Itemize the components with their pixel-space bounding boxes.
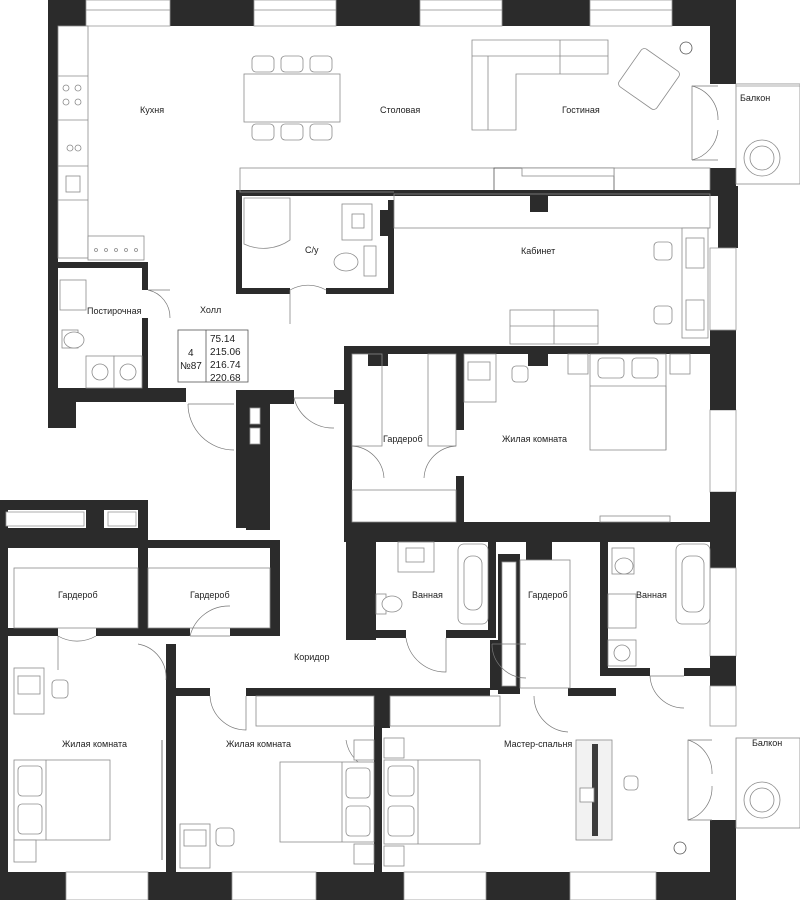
wardrobe-right-fixtures <box>491 559 571 733</box>
label-wc: С/у <box>305 245 319 255</box>
label-bathroom-right: Ванная <box>636 590 667 600</box>
study-furniture <box>393 193 711 345</box>
bedroom-left-furniture <box>13 667 163 863</box>
living-sofa <box>471 39 693 131</box>
label-laundry: Постирочная <box>87 306 142 316</box>
balcony-bottom-area <box>687 737 800 829</box>
interior-walls <box>0 167 718 872</box>
label-balcony-bottom: Балкон <box>752 738 782 748</box>
dining-table <box>243 55 341 141</box>
info-area-3: 216.74 <box>210 360 241 371</box>
label-master: Мастер-спальня <box>504 739 572 749</box>
tv-unit <box>521 167 615 177</box>
master-furniture <box>383 737 687 867</box>
label-balcony-top: Балкон <box>740 93 770 103</box>
label-study: Кабинет <box>521 246 555 256</box>
bedroom-mid-furniture <box>463 353 691 523</box>
label-bedroom-mid: Жилая комната <box>502 434 567 444</box>
bathroom-right-fixtures <box>607 543 711 709</box>
apartment-info-box: 4 №87 75.14 215.06 216.74 220.68 <box>177 329 249 384</box>
balcony-top-area <box>691 83 800 185</box>
corridor-fixtures <box>209 695 501 771</box>
label-bedroom-left: Жилая комната <box>62 739 127 749</box>
label-wardrobe-left2: Гардероб <box>190 590 230 600</box>
label-hall: Холл <box>200 305 221 315</box>
info-rooms-count: 4 <box>188 348 194 359</box>
room-labels: Кухня Столовая Гостиная Балкон С/у Кабин… <box>58 93 782 749</box>
hall-doors <box>187 397 335 451</box>
outer-walls <box>0 0 738 900</box>
label-wardrobe-left: Гардероб <box>58 590 98 600</box>
info-apartment-number: №87 <box>180 361 202 372</box>
label-living: Гостиная <box>562 105 600 115</box>
label-bedroom-center: Жилая комната <box>226 739 291 749</box>
bedroom-center-furniture <box>179 739 375 869</box>
bathroom-mid-fixtures <box>375 541 489 673</box>
left-wardrobes-fixtures <box>13 567 271 681</box>
label-wardrobe-right: Гардероб <box>528 590 568 600</box>
wc-fixtures <box>243 197 377 324</box>
info-area-1: 75.14 <box>210 334 235 345</box>
kitchen-counter <box>57 25 145 261</box>
label-bathroom-mid: Ванная <box>412 590 443 600</box>
info-area-2: 215.06 <box>210 347 241 358</box>
info-area-4: 220.68 <box>210 373 241 384</box>
label-dining: Столовая <box>380 105 420 115</box>
wardrobe-mid-fixtures <box>351 353 457 523</box>
label-wardrobe-mid: Гардероб <box>383 434 423 444</box>
laundry-fixtures <box>59 279 171 389</box>
label-corridor: Коридор <box>294 652 330 662</box>
label-kitchen: Кухня <box>140 105 164 115</box>
